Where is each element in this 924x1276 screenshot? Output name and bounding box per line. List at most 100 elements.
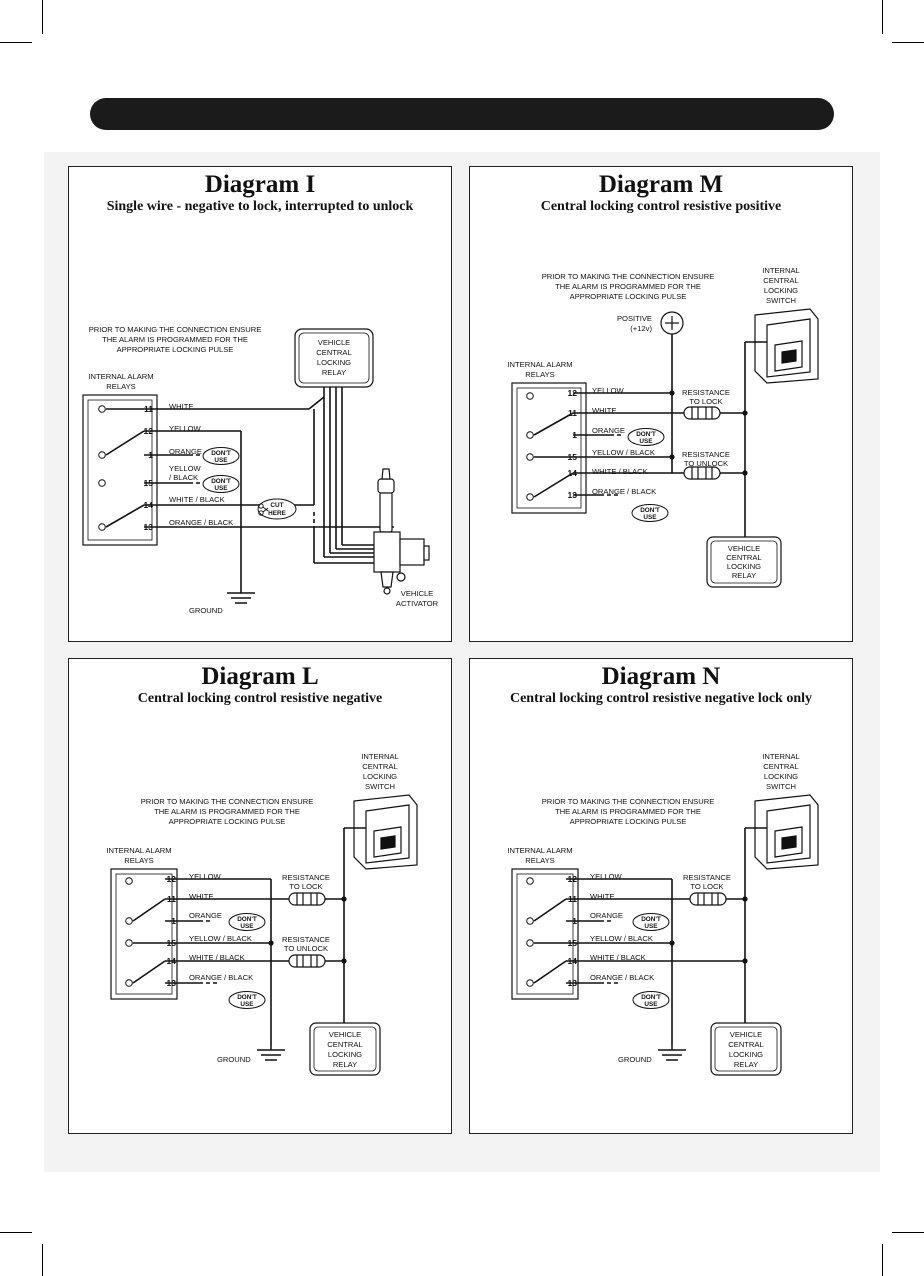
positive-label: POSITIVE: [617, 314, 652, 323]
resistance-unlock-label: TO UNLOCK: [684, 459, 728, 468]
svg-text:THE ALARM IS PROGRAMMED FOR TH: THE ALARM IS PROGRAMMED FOR THE: [154, 807, 300, 816]
terminal-numbers: 12 11 1 15 14 13: [568, 388, 578, 500]
vehicle-relay-box: VEHICLE CENTRAL LOCKING RELAY: [706, 536, 782, 588]
svg-text:11: 11: [167, 894, 176, 904]
svg-text:12: 12: [144, 426, 154, 436]
svg-text:PRIOR TO MAKING THE CONNECTION: PRIOR TO MAKING THE CONNECTION ENSURE: [542, 797, 715, 806]
resistance-unlock-label: RESISTANCE: [282, 935, 330, 944]
svg-text:YELLOW: YELLOW: [169, 424, 201, 433]
crop-mark: [0, 42, 32, 43]
wiring: [533, 334, 767, 539]
relays-label: INTERNAL ALARM: [507, 360, 572, 369]
relay-block: [511, 382, 587, 514]
diagram-n-subtitle: Central locking control resistive negati…: [509, 691, 812, 706]
crop-mark: [882, 1244, 883, 1276]
svg-text:15: 15: [167, 938, 177, 948]
svg-text:DON'T: DON'T: [641, 916, 661, 923]
svg-text:15: 15: [144, 478, 154, 488]
svg-text:USE: USE: [639, 438, 653, 445]
diagram-m-subtitle: Central locking control resistive positi…: [540, 199, 782, 214]
svg-text:YELLOW: YELLOW: [590, 872, 622, 881]
note-text: PRIOR TO MAKING THE CONNECTION ENSURE TH…: [542, 797, 715, 826]
svg-text:DON'T: DON'T: [636, 431, 656, 438]
svg-text:WHITE / BLACK: WHITE / BLACK: [590, 953, 646, 962]
resistor-icon: [683, 406, 721, 420]
junction-dots: [669, 390, 748, 476]
resistor-icon: [683, 466, 721, 480]
resistance-lock-label: RESISTANCE: [282, 873, 330, 882]
vehicle-relay-box: VEHICLE CENTRAL LOCKING RELAY: [710, 1022, 782, 1076]
scissors-icon: [258, 503, 269, 516]
junction-dots: [669, 896, 748, 964]
svg-text:ORANGE: ORANGE: [592, 426, 625, 435]
svg-text:APPROPRIATE LOCKING PULSE: APPROPRIATE LOCKING PULSE: [570, 292, 687, 301]
svg-text:YELLOW: YELLOW: [169, 464, 201, 473]
switch-label: LOCKING: [363, 772, 397, 781]
relays-label: INTERNAL ALARM: [507, 846, 572, 855]
relay-terminals: [526, 392, 534, 501]
svg-text:USE: USE: [643, 514, 657, 521]
switch-label: LOCKING: [764, 772, 798, 781]
resistor-icon: [288, 954, 326, 968]
svg-text:13: 13: [144, 522, 154, 532]
switch-label: CENTRAL: [763, 276, 798, 285]
diagram-m-schematic: PRIOR TO MAKING THE CONNECTION ENSURE TH…: [507, 266, 819, 588]
locking-switch-icon: [754, 308, 819, 384]
svg-text:PRIOR TO MAKING THE CONNECTION: PRIOR TO MAKING THE CONNECTION ENSURE: [89, 325, 262, 334]
relays-label: INTERNAL ALARM: [106, 846, 171, 855]
dont-use-bubble: DON'T USE: [632, 991, 670, 1009]
relays-label: RELAYS: [525, 856, 554, 865]
svg-text:1: 1: [572, 916, 577, 926]
svg-text:1: 1: [148, 450, 153, 460]
svg-text:VEHICLE: VEHICLE: [329, 1030, 362, 1039]
svg-text:WHITE / BLACK: WHITE / BLACK: [189, 953, 245, 962]
dont-use-bubble: DON'T USE: [228, 991, 266, 1009]
svg-text:YELLOW: YELLOW: [189, 872, 221, 881]
wire-labels: YELLOW WHITE ORANGE YELLOW / BLACK WHITE…: [189, 872, 253, 982]
crop-mark: [42, 1244, 43, 1276]
ground-label: GROUND: [618, 1055, 652, 1064]
switch-label: SWITCH: [365, 782, 395, 791]
diagram-i-title: Diagram I: [204, 171, 316, 198]
locking-switch-icon: [353, 794, 418, 870]
svg-text:ORANGE / BLACK: ORANGE / BLACK: [590, 973, 654, 982]
svg-text:DON'T: DON'T: [640, 507, 660, 514]
svg-text:WHITE / BLACK: WHITE / BLACK: [592, 467, 648, 476]
svg-text:11: 11: [144, 404, 153, 414]
activator-label: VEHICLE: [401, 589, 434, 598]
svg-text:CENTRAL: CENTRAL: [726, 553, 761, 562]
note-text: PRIOR TO MAKING THE CONNECTION ENSURE TH…: [89, 325, 262, 354]
svg-text:LOCKING: LOCKING: [729, 1050, 763, 1059]
svg-text:ORANGE: ORANGE: [169, 447, 202, 456]
resistance-unlock-label: RESISTANCE: [682, 450, 730, 459]
ground-symbol: [227, 592, 255, 604]
diagram-l-subtitle: Central locking control resistive negati…: [137, 691, 383, 706]
note-text: PRIOR TO MAKING THE CONNECTION ENSURE TH…: [141, 797, 314, 826]
relay-terminals: [526, 877, 534, 987]
resistance-lock-label: RESISTANCE: [682, 388, 730, 397]
switch-label: SWITCH: [766, 296, 796, 305]
svg-text:RELAY: RELAY: [734, 1060, 758, 1069]
svg-text:WHITE: WHITE: [592, 406, 616, 415]
crop-mark: [0, 1232, 32, 1233]
svg-text:13: 13: [568, 978, 578, 988]
switch-label: LOCKING: [764, 286, 798, 295]
svg-text:USE: USE: [240, 1001, 254, 1008]
header-bar: [90, 98, 834, 130]
diagram-i-schematic: PRIOR TO MAKING THE CONNECTION ENSURE TH…: [82, 325, 439, 615]
svg-text:/ BLACK: / BLACK: [169, 473, 198, 482]
ground-label: GROUND: [217, 1055, 251, 1064]
crop-mark: [892, 1232, 924, 1233]
svg-text:APPROPRIATE LOCKING PULSE: APPROPRIATE LOCKING PULSE: [117, 345, 234, 354]
switch-label: CENTRAL: [362, 762, 397, 771]
vehicle-relay-box: VEHICLE CENTRAL LOCKING RELAY: [294, 328, 374, 388]
svg-text:12: 12: [568, 388, 578, 398]
svg-text:CENTRAL: CENTRAL: [728, 1040, 763, 1049]
dont-use-bubble: DON'T USE: [627, 428, 665, 446]
svg-text:LOCKING: LOCKING: [727, 562, 761, 571]
svg-text:LOCKING: LOCKING: [328, 1050, 362, 1059]
svg-text:ORANGE: ORANGE: [189, 911, 222, 920]
switch-label: CENTRAL: [763, 762, 798, 771]
svg-text:PRIOR TO MAKING THE CONNECTION: PRIOR TO MAKING THE CONNECTION ENSURE: [542, 272, 715, 281]
svg-text:ORANGE / BLACK: ORANGE / BLACK: [592, 487, 656, 496]
